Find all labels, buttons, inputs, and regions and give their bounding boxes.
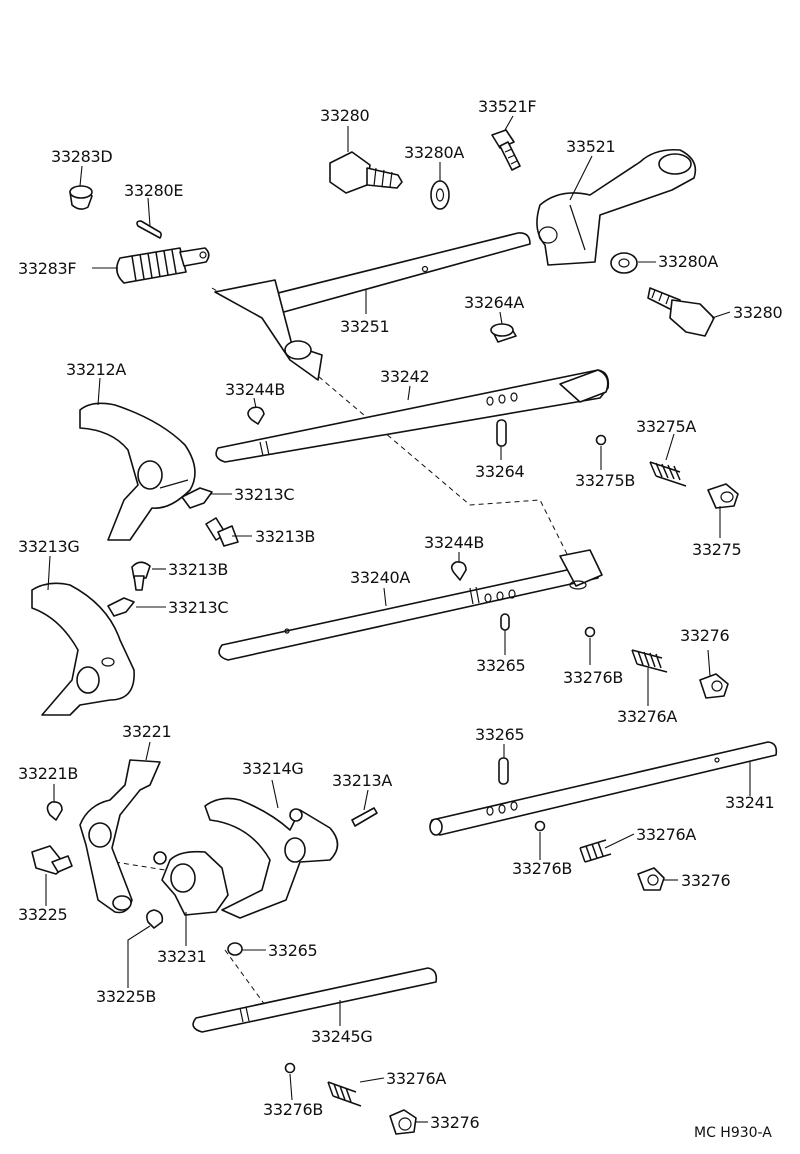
label-33276B-mid: 33276B (563, 668, 623, 687)
part-33280-bolt-upper (329, 151, 403, 194)
part-33264A-plug (490, 323, 517, 343)
label-33280-upper: 33280 (320, 106, 370, 125)
part-33276A-spring-right (579, 839, 612, 863)
part-33213B-screw-lower (131, 561, 151, 591)
part-33276B-ball-mid (584, 626, 596, 638)
label-33264: 33264 (475, 462, 525, 481)
part-33280E-pin (136, 220, 162, 239)
label-33225B: 33225B (96, 987, 156, 1006)
part-33521F-bolt (491, 129, 521, 171)
label-33276-mid: 33276 (680, 626, 730, 645)
part-33213A-pin (351, 807, 378, 827)
part-33264-pin (496, 419, 507, 447)
label-33231: 33231 (157, 947, 206, 966)
label-33245G: 33245G (311, 1027, 373, 1046)
label-33213G: 33213G (18, 537, 80, 556)
label-33213B-lower: 33213B (168, 560, 228, 579)
label-33244B-upper: 33244B (225, 380, 285, 399)
label-33275A: 33275A (636, 417, 696, 436)
label-33240A: 33240A (350, 568, 410, 587)
label-33521F: 33521F (478, 97, 536, 116)
part-33212A-fork (79, 402, 196, 541)
part-33276A-spring-bottom (327, 1081, 362, 1107)
part-33276B-ball-right (534, 820, 546, 832)
label-33275: 33275 (692, 540, 741, 559)
label-33275B: 33275B (575, 471, 635, 490)
label-33264A: 33264A (464, 293, 524, 312)
part-33225B-clip (146, 909, 164, 929)
part-33275-plug (707, 483, 739, 509)
part-33221B-clip (46, 801, 63, 821)
part-33213C-clip-upper (181, 487, 213, 509)
label-33280E: 33280E (124, 181, 183, 200)
part-33275A-spring (649, 461, 687, 487)
part-33276-plug-mid (699, 673, 729, 699)
label-33221B: 33221B (18, 764, 78, 783)
part-33265-pin-mid (500, 613, 510, 631)
part-33280A-washer-right (610, 252, 638, 274)
label-33225: 33225 (18, 905, 67, 924)
label-33221: 33221 (122, 722, 171, 741)
part-33280-bolt-right (647, 287, 715, 337)
label-33265-mid: 33265 (476, 656, 525, 675)
label-33276A-bottom: 33276A (386, 1069, 446, 1088)
part-33283D-nut (69, 185, 93, 210)
label-33280A-right: 33280A (658, 252, 718, 271)
part-33221-lever (79, 759, 161, 914)
part-33265-pin-right (498, 757, 509, 785)
diagram-code: MC H930-A (694, 1125, 772, 1141)
label-33241: 33241 (725, 793, 774, 812)
label-33242: 33242 (380, 367, 429, 386)
label-33214G: 33214G (242, 759, 304, 778)
label-33265-right: 33265 (475, 725, 524, 744)
part-33214G-fork (204, 797, 339, 919)
part-33245G-shaft (192, 967, 438, 1033)
label-33283D: 33283D (51, 147, 112, 166)
label-33276-right: 33276 (681, 871, 731, 890)
label-33212A: 33212A (66, 360, 126, 379)
label-33244B-lower: 33244B (424, 533, 484, 552)
label-33213A: 33213A (332, 771, 392, 790)
label-33213B-upper: 33213B (255, 527, 315, 546)
part-33276-plug-bottom (389, 1109, 417, 1135)
part-labels: 33280 33521F 33521 33283D 33280A 33280E … (18, 97, 783, 1141)
part-33225-pin (31, 845, 73, 875)
part-33275B-ball (595, 434, 607, 446)
label-33276B-bottom: 33276B (263, 1100, 323, 1119)
part-33283F-plunger (116, 247, 210, 284)
part-33251-shaft (214, 232, 531, 381)
part-33276B-ball-bottom (284, 1062, 296, 1074)
label-33276A-right: 33276A (636, 825, 696, 844)
part-33213B-screw-upper (205, 517, 239, 547)
label-33521: 33521 (566, 137, 615, 156)
label-33213C-lower: 33213C (168, 598, 228, 617)
part-33276A-spring-mid (631, 649, 668, 673)
part-33244B-clip-upper (247, 406, 265, 425)
label-33276-bottom: 33276 (430, 1113, 480, 1132)
part-33213G-fork (31, 582, 135, 716)
label-33276A-mid: 33276A (617, 707, 677, 726)
part-33213C-clip-lower (107, 597, 135, 617)
part-33276-plug-right (637, 867, 665, 891)
label-33280A-upper: 33280A (404, 143, 464, 162)
label-33280-right: 33280 (733, 303, 783, 322)
label-33251: 33251 (340, 317, 389, 336)
part-33280A-washer-upper (430, 180, 450, 210)
part-33521-lever (536, 148, 697, 266)
part-33265-pin-lower (227, 942, 243, 956)
leader-lines (45, 115, 751, 1123)
label-33265-lower: 33265 (268, 941, 317, 960)
part-33241-shaft (429, 741, 778, 836)
part-33242-shaft (215, 369, 610, 463)
label-33283F: 33283F (18, 259, 76, 278)
label-33213C-upper: 33213C (234, 485, 294, 504)
label-33276B-right: 33276B (512, 859, 572, 878)
part-33240A-shaft (218, 549, 603, 661)
part-33231-block (153, 850, 229, 916)
part-33244B-clip-lower (450, 561, 467, 581)
